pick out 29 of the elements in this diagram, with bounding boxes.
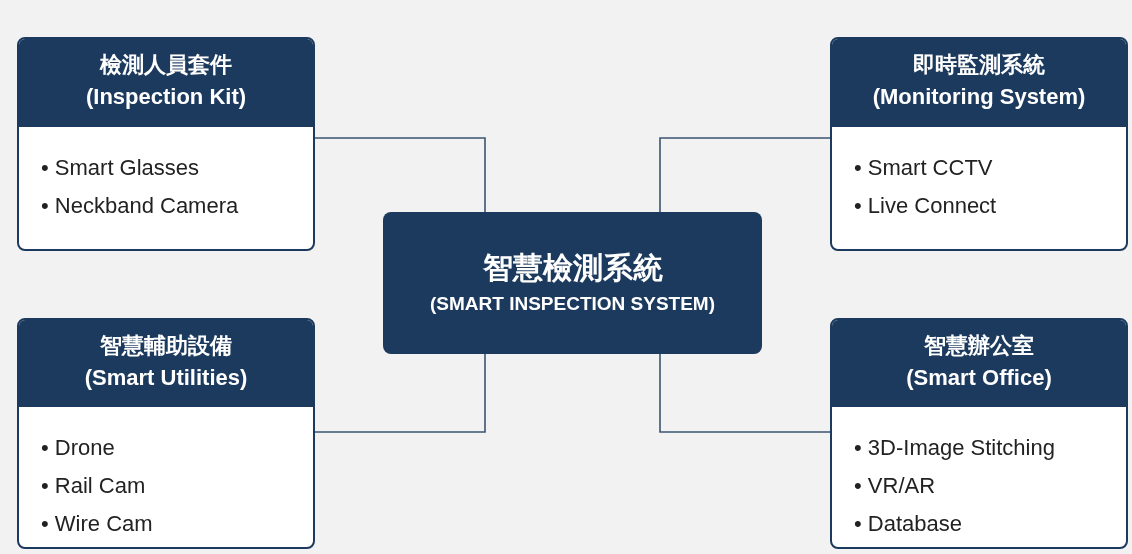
connector-line — [659, 137, 831, 213]
category-card — [17, 318, 315, 549]
list-item: • Smart CCTV — [854, 154, 993, 182]
connector-line — [314, 137, 486, 213]
list-item: • Drone — [41, 434, 115, 462]
card-title: 即時監測系統 — [912, 51, 1046, 79]
card-subtitle: (Monitoring System) — [871, 83, 1087, 111]
list-item: • Smart Glasses — [41, 154, 200, 182]
list-item: • Wire Cam — [41, 510, 153, 538]
category-card — [830, 37, 1128, 251]
list-item: • Database — [854, 510, 962, 538]
list-item: • 3D-Image Stitching — [854, 434, 1055, 462]
list-item: • Rail Cam — [41, 472, 146, 500]
card-subtitle: (Inspection Kit) — [84, 83, 248, 111]
list-item: • VR/AR — [854, 472, 936, 500]
list-item: • Neckband Camera — [41, 192, 239, 220]
card-subtitle: (Smart Utilities) — [83, 364, 249, 392]
connector-line — [659, 353, 831, 433]
card-title: 智慧輔助設備 — [99, 332, 233, 360]
category-card — [830, 318, 1128, 549]
card-title: 檢測人員套件 — [98, 51, 233, 79]
card-title: 智慧辦公室 — [923, 332, 1035, 360]
category-card — [17, 37, 315, 251]
card-subtitle: (Smart Office) — [905, 364, 1053, 392]
connector-line — [314, 353, 486, 433]
central-title: 智慧檢測系統 — [482, 250, 663, 286]
central-subtitle: (SMART INSPECTION SYSTEM) — [430, 292, 715, 316]
central-box — [383, 212, 762, 354]
list-item: • Live Connect — [854, 192, 997, 220]
